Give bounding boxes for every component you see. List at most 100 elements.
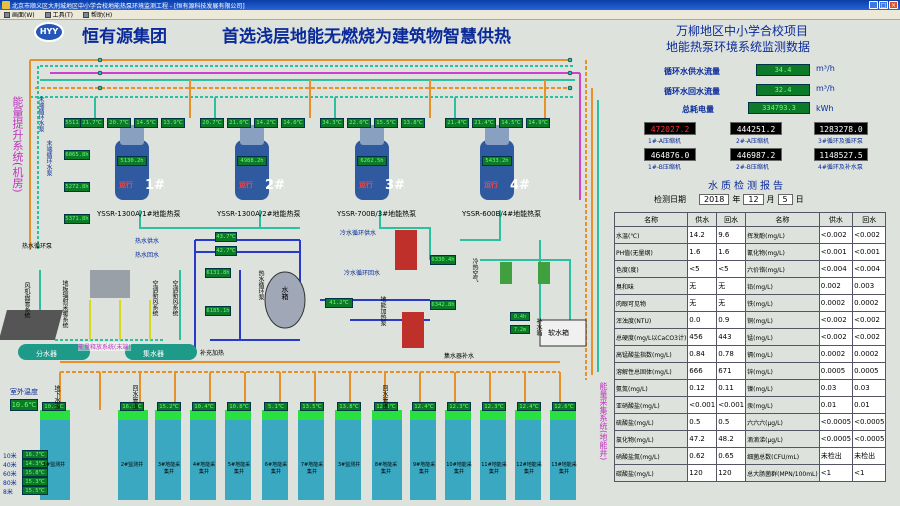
- ground-pump-label: 地能加热泵: [379, 296, 386, 326]
- hot-pump-label: 热水循环泵: [22, 243, 53, 250]
- pump-name[interactable]: YSSR-600B/4#地能热泵: [462, 210, 542, 218]
- company-logo: HYY: [34, 22, 64, 42]
- well-temp: 13.5℃: [300, 402, 324, 411]
- well-label[interactable]: 8#地能采集井: [374, 462, 398, 475]
- row-value: <0.0005: [818, 430, 854, 448]
- well-label[interactable]: 3#监测井: [337, 462, 361, 468]
- well-temp: 12.4℃: [412, 402, 436, 411]
- row-value: 无: [687, 277, 718, 295]
- year-unit: 年: [732, 195, 741, 204]
- row-value: 无: [687, 294, 718, 312]
- pump-temp: 21.0℃: [227, 118, 251, 128]
- meter-1a-label: 1#-A压缩机: [648, 138, 681, 145]
- minimize-button[interactable]: _: [869, 1, 878, 9]
- power-value: 334793.3: [748, 102, 810, 114]
- menu-help[interactable]: 帮助(H): [79, 10, 118, 19]
- window-icon: [4, 11, 10, 18]
- energy-collect-label: 能量采集系统(地能井): [599, 382, 608, 461]
- pump-name[interactable]: YSSR-1300A/1#地能热泵: [97, 210, 181, 218]
- row-value: 443: [716, 328, 747, 346]
- menu-tools[interactable]: 工具(T): [41, 10, 79, 19]
- year-field[interactable]: 2018: [699, 194, 730, 205]
- month-field[interactable]: 12: [743, 194, 764, 205]
- menu-window[interactable]: 画面(W): [0, 10, 41, 19]
- menu-help-label: 帮助(H): [90, 12, 113, 19]
- well-label[interactable]: 6#地能采集井: [264, 462, 288, 475]
- well-label[interactable]: 7#地能采集井: [300, 462, 324, 475]
- close-button[interactable]: ×: [889, 1, 898, 9]
- depth-value: 14.3℃: [22, 459, 48, 468]
- project-title: 万柳地区中小学合校项目: [676, 24, 809, 38]
- day-field[interactable]: 5: [777, 194, 793, 205]
- pump-name[interactable]: YSSR-1300A/2#地能热泵: [217, 210, 301, 218]
- distributor-left: 分水器: [36, 350, 57, 358]
- date-label: 检测日期: [654, 195, 686, 204]
- well-label[interactable]: 1#监测井: [42, 462, 66, 468]
- row-value: 666: [687, 362, 718, 380]
- well-label[interactable]: 4#地能采集井: [192, 462, 216, 475]
- row-value: 0.9: [716, 311, 747, 329]
- well-temp: 15.2℃: [157, 402, 181, 411]
- row-label: 细菌总数(CFU/mL): [745, 447, 820, 465]
- meter-2b: 446987.2: [730, 148, 782, 161]
- row-value: <0.002: [852, 311, 887, 329]
- tools-icon: [44, 11, 51, 18]
- hours-a: 6131.8h: [205, 268, 231, 278]
- well-label[interactable]: 3#地能采集井: [157, 462, 181, 475]
- hot-pump-label-2: 热水循环泵: [257, 270, 264, 300]
- row-label: 臭和味: [613, 277, 689, 295]
- col-header: 回水: [716, 212, 747, 227]
- well-temp: 12.3℃: [447, 402, 471, 411]
- supply-flow-value: 34.4: [756, 64, 810, 76]
- row-value: <0.002: [818, 226, 854, 244]
- row-label: 溶解性总固体(mg/L): [613, 362, 689, 380]
- row-label: 色度(度): [613, 260, 689, 278]
- col-header: 供水: [818, 212, 854, 227]
- pump-temp: 13.8℃: [401, 118, 425, 128]
- row-value: 48.2: [716, 430, 747, 448]
- row-label: 硫酸盐(mg/L): [613, 413, 689, 431]
- meter-4: 1148527.5: [814, 148, 868, 161]
- row-value: 0.0: [687, 311, 718, 329]
- well-label[interactable]: 12#地能采集井: [516, 462, 542, 475]
- well-label[interactable]: 11#地能采集井: [481, 462, 507, 475]
- pump-name[interactable]: YSSR-700B/3#地能热泵: [337, 210, 417, 218]
- row-label: 镉(mg/L): [745, 345, 820, 363]
- pump-temp: 15.5℃: [374, 118, 398, 128]
- well-label[interactable]: 10#地能采集井: [446, 462, 472, 475]
- row-value: 0.5: [687, 413, 718, 431]
- company-name: 恒有源集团: [82, 27, 167, 47]
- meter-1b-label: 1#-B压缩机: [648, 164, 681, 171]
- well-label[interactable]: 5#地能采集井: [227, 462, 251, 475]
- maximize-button[interactable]: □: [879, 1, 888, 9]
- temp-e: 7.2m: [510, 325, 530, 334]
- table-header-row: 名称 供水 回水 名称 供水 回水: [613, 212, 887, 227]
- row-value: 1.6: [716, 243, 747, 261]
- well-temp: 16.5℃: [120, 402, 144, 411]
- meter-2b-label: 2#-B压缩机: [736, 164, 769, 171]
- row-value: <0.001: [852, 243, 887, 261]
- row-value: 671: [716, 362, 747, 380]
- left-hours-4: 5371.8h: [64, 214, 90, 224]
- row-value: 0.0002: [818, 294, 854, 312]
- well-label[interactable]: 9#地能采集井: [412, 462, 436, 475]
- supply-flow-label: 循环水供水流量: [664, 67, 720, 76]
- row-label: 镍(mg/L): [745, 379, 820, 397]
- end-pump-label-2: 末端循环水泵: [45, 140, 52, 176]
- well-label[interactable]: 2#监测井: [120, 462, 144, 468]
- row-value: 0.84: [687, 345, 718, 363]
- row-value: 0.0002: [852, 345, 887, 363]
- well-temp: 12.6℃: [552, 402, 576, 411]
- depth-value: 15.8℃: [22, 468, 48, 477]
- row-value: 47.2: [687, 430, 718, 448]
- row-value: 无: [716, 277, 747, 295]
- well-label[interactable]: 13#地能采集井: [551, 462, 577, 475]
